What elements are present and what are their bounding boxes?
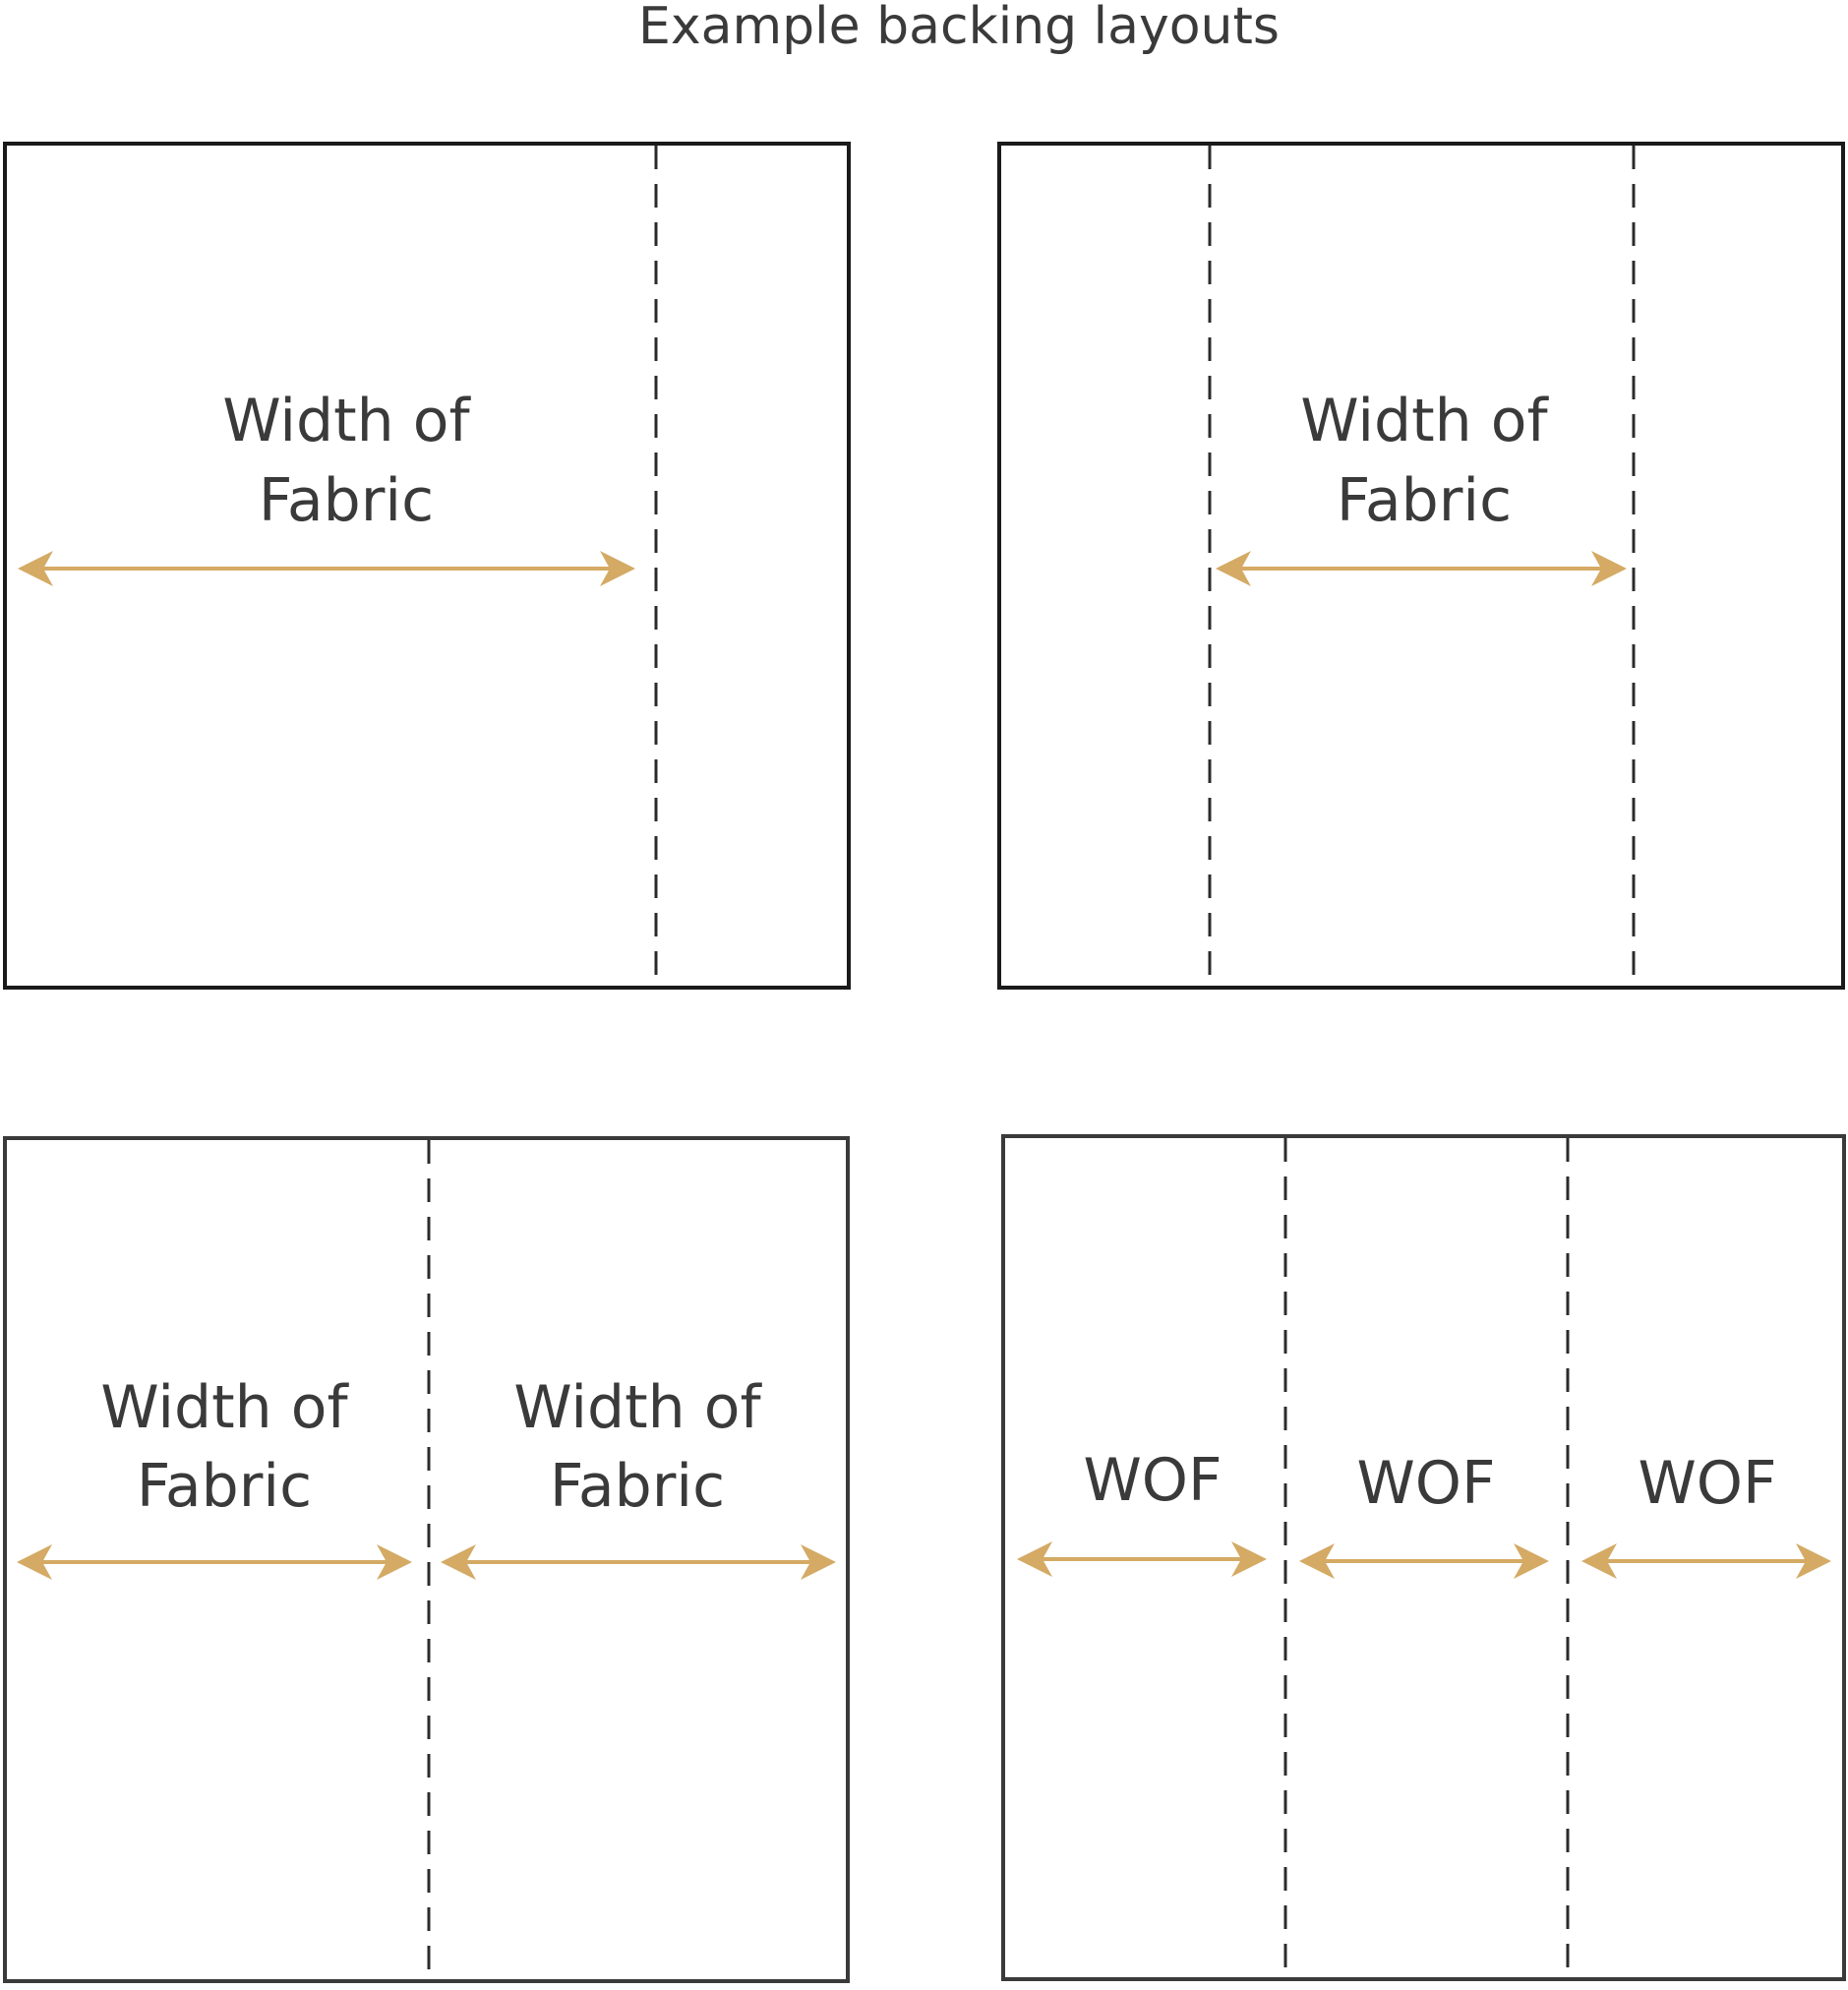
width-arrow xyxy=(1581,1543,1831,1579)
backing-frame xyxy=(997,142,1845,990)
arrowhead-left xyxy=(441,1544,476,1580)
layout-panel-4: WOF WOF WOF xyxy=(1001,1134,1846,1981)
arrowhead-right xyxy=(600,551,635,586)
fabric-width-label: Width of xyxy=(1300,387,1549,455)
arrowhead-left xyxy=(18,551,53,586)
backing-frame xyxy=(3,1136,850,1983)
arrowhead-right xyxy=(1231,1541,1267,1577)
arrowhead-right xyxy=(1591,551,1627,586)
fabric-width-label: Width of xyxy=(222,387,471,455)
width-arrow xyxy=(1216,551,1627,586)
arrowhead-left xyxy=(17,1544,52,1580)
arrowhead-right xyxy=(1796,1543,1831,1579)
arrowhead-left xyxy=(1017,1541,1052,1577)
arrowhead-right xyxy=(1514,1543,1549,1579)
fabric-width-label: WOF xyxy=(1356,1449,1495,1518)
layout-panel-1: Width of Fabric xyxy=(3,142,851,990)
fabric-width-label-line2: Fabric xyxy=(137,1452,312,1521)
layout-panel-3: Width of Fabric Width of Fabric xyxy=(3,1136,850,1983)
diagram-title: Example backing layouts xyxy=(638,0,1280,56)
width-arrow xyxy=(1017,1541,1267,1577)
fabric-width-label-line2: Fabric xyxy=(259,466,434,535)
fabric-width-label: WOF xyxy=(1083,1446,1222,1515)
layout-panel-2: Width of Fabric xyxy=(997,142,1845,990)
width-arrow xyxy=(1299,1543,1549,1579)
arrowhead-right xyxy=(377,1544,412,1580)
fabric-width-label: WOF xyxy=(1638,1449,1776,1518)
arrowhead-right xyxy=(801,1544,836,1580)
arrowhead-left xyxy=(1216,551,1251,586)
arrowhead-left xyxy=(1299,1543,1335,1579)
fabric-width-label-line2: Fabric xyxy=(1337,466,1512,535)
width-arrow xyxy=(17,1544,412,1580)
width-arrow xyxy=(441,1544,836,1580)
arrowhead-left xyxy=(1581,1543,1617,1579)
backing-frame xyxy=(3,142,851,990)
fabric-width-label-line2: Fabric xyxy=(550,1452,725,1521)
width-arrow xyxy=(18,551,635,586)
fabric-width-label: Width of xyxy=(100,1373,349,1442)
fabric-width-label: Width of xyxy=(513,1373,762,1442)
